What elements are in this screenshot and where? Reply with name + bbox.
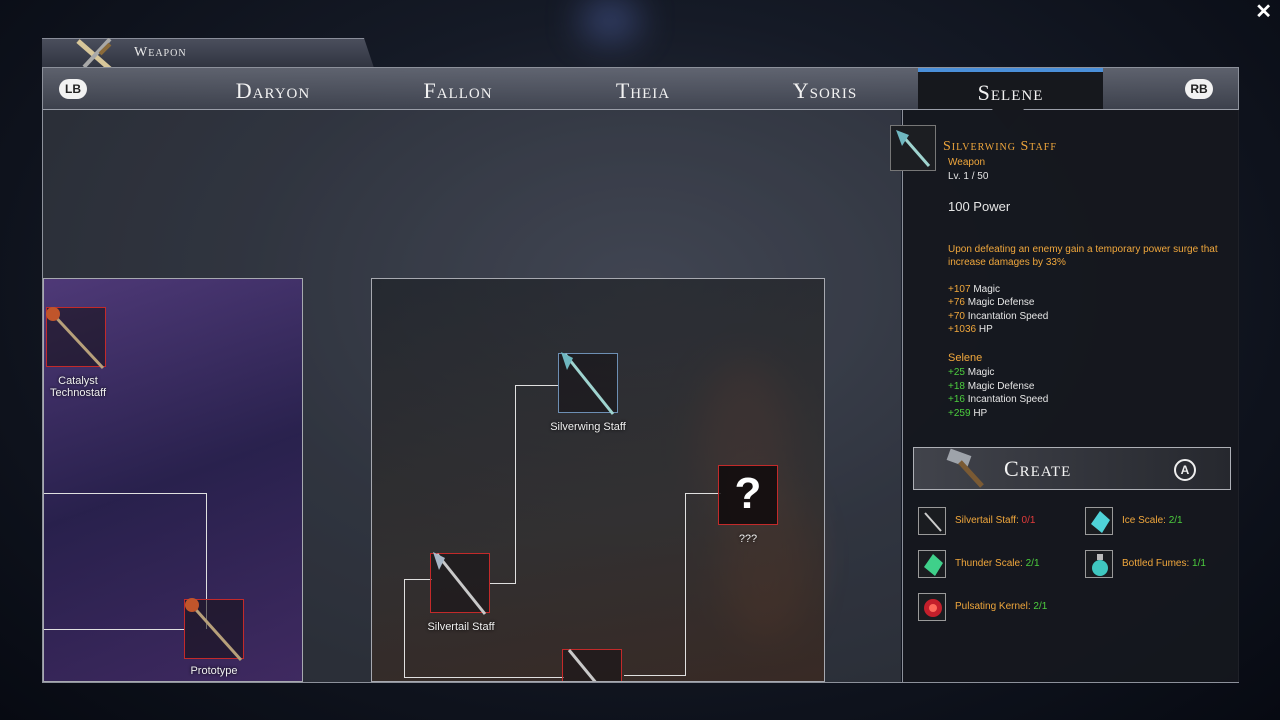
tab-ysoris[interactable]: Ysoris [792, 78, 858, 103]
tree-connector [206, 493, 207, 629]
node-label: ??? [738, 533, 758, 545]
node-silverwing-staff[interactable] [558, 352, 618, 415]
node-silvertail-staff[interactable] [430, 552, 490, 615]
stat-row: +107 Magic [948, 284, 1000, 295]
stat-row: +1036 HP [948, 324, 993, 335]
staff-icon [918, 507, 946, 535]
node-label: Prototype [190, 665, 238, 677]
item-power: 100 Power [948, 199, 1011, 214]
crossed-swords-icon [76, 38, 112, 68]
item-description: Upon defeating an enemy gain a temporary… [948, 244, 1218, 268]
node-partial[interactable] [562, 649, 622, 681]
lb-bumper-button[interactable]: LB [59, 79, 87, 99]
tree-panel-center: Silverwing Staff Silvertail Staff ? ??? [371, 278, 825, 682]
weapon-tree-area: Catalyst Technostaff Prototype Silverwin… [43, 110, 901, 682]
tree-connector [404, 677, 564, 678]
hammer-icon [946, 448, 984, 488]
item-name: Silverwing Staff [943, 139, 1057, 154]
technostaff-icon [46, 307, 105, 370]
tree-connector [490, 583, 516, 584]
silverwing-staff-icon [896, 130, 931, 167]
node-unknown[interactable]: ? [718, 465, 778, 525]
thunder-scale-icon [918, 550, 946, 578]
bonus-row: +16 Incantation Speed [948, 394, 1049, 405]
character-tab-bar: LB Daryon Fallon Theia Ysoris Selene RB [43, 68, 1238, 110]
close-button[interactable]: ✕ [1255, 1, 1272, 23]
node-prototype[interactable] [184, 598, 244, 662]
stat-row: +76 Magic Defense [948, 297, 1035, 308]
weapon-category-label: Weapon [134, 45, 187, 60]
node-label: Catalyst Technostaff [49, 375, 107, 399]
ice-scale-icon [1085, 507, 1113, 535]
weapon-category-tab: Weapon [42, 38, 374, 68]
staff-icon [567, 649, 597, 681]
tab-selene[interactable]: Selene [918, 68, 1103, 109]
tree-connector [515, 385, 559, 386]
item-type: Weapon [948, 157, 986, 168]
tree-connector [44, 629, 184, 630]
tab-fallon[interactable]: Fallon [423, 78, 493, 103]
tree-connector [515, 385, 516, 583]
bonus-row: +259 HP [948, 408, 988, 419]
tree-connector [404, 579, 405, 677]
tree-connector [44, 493, 207, 494]
bonus-row: +25 Magic [948, 367, 995, 378]
item-detail-panel [902, 110, 1239, 682]
prototype-staff-icon [185, 598, 243, 662]
node-label: Silvertail Staff [427, 621, 495, 633]
tree-panel-left: Catalyst Technostaff Prototype [43, 278, 303, 682]
question-mark-icon: ? [734, 469, 762, 518]
pulsating-kernel-icon [918, 593, 946, 621]
node-catalyst-technostaff[interactable] [46, 307, 106, 370]
tab-daryon[interactable]: Daryon [235, 78, 311, 103]
silverwing-staff-icon [561, 352, 615, 415]
bottled-fumes-icon [1085, 550, 1113, 578]
rb-bumper-button[interactable]: RB [1185, 79, 1213, 99]
item-level: Lv. 1 / 50 [948, 171, 989, 182]
create-label: Create [1004, 456, 1072, 481]
create-button[interactable]: Create A [913, 447, 1231, 490]
stat-row: +70 Incantation Speed [948, 311, 1049, 322]
character-bonus-title: Selene [948, 352, 983, 364]
tab-theia[interactable]: Theia [615, 78, 671, 103]
tree-connector [685, 493, 686, 676]
silvertail-staff-icon [433, 552, 487, 615]
selected-item-icon [890, 125, 936, 171]
tree-connector [685, 493, 721, 494]
tree-connector [404, 579, 432, 580]
node-label: Silverwing Staff [550, 421, 626, 433]
bonus-row: +18 Magic Defense [948, 381, 1035, 392]
a-button-icon: A [1174, 459, 1196, 481]
tree-connector [624, 675, 686, 676]
